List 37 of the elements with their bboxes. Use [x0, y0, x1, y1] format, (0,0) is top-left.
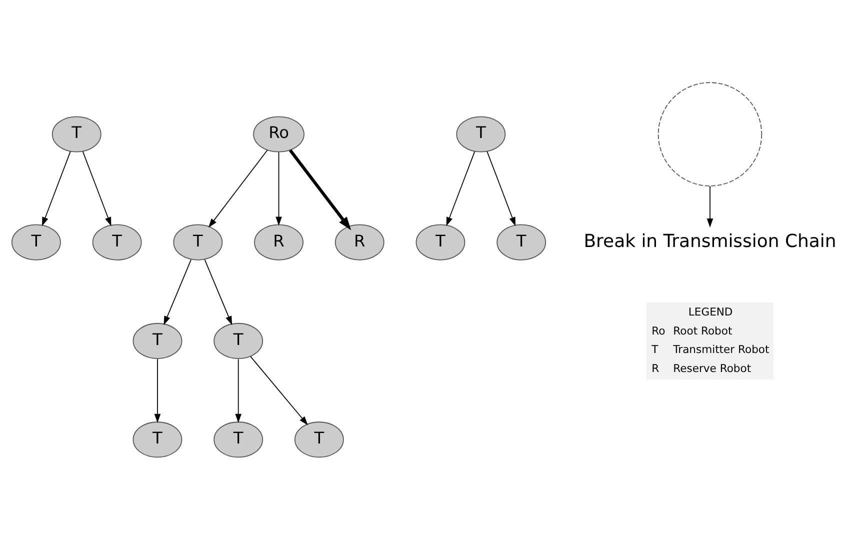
- node-ellipse: T: [132, 322, 182, 359]
- label: Root Robot: [673, 324, 732, 337]
- node-ellipse: T: [294, 421, 344, 458]
- arrow: [42, 150, 71, 226]
- arrow: [288, 148, 352, 230]
- arrow: [154, 358, 161, 422]
- node-ellipse: T: [52, 116, 102, 152]
- label: LEGEND: [688, 304, 733, 318]
- label: Transmitter Robot: [673, 342, 770, 356]
- label: R: [652, 362, 660, 375]
- arrow: [235, 358, 242, 422]
- node-ellipse: T: [214, 421, 264, 458]
- node-ellipse: T: [416, 224, 466, 260]
- node-ellipse: T: [92, 224, 142, 260]
- node-ellipse: T: [132, 421, 182, 458]
- label: Ro: [652, 324, 666, 337]
- node-circle: [658, 82, 762, 186]
- label: Reserve Robot: [673, 362, 752, 375]
- arrow: [82, 150, 112, 226]
- arrow: [276, 151, 282, 226]
- node-ellipse: T: [496, 224, 546, 260]
- node-ellipse: R: [254, 224, 304, 260]
- arrow: [204, 258, 232, 325]
- label: T: [652, 342, 658, 356]
- arrow: [446, 150, 476, 226]
- node-text: Break in Transmission Chain: [584, 230, 836, 252]
- node-ellipse: T: [214, 322, 264, 359]
- arrow: [706, 185, 714, 228]
- node-ellipse: R: [334, 224, 384, 260]
- node-ellipse: T: [456, 116, 506, 152]
- arrow: [164, 258, 192, 325]
- arrow: [208, 149, 268, 228]
- node-ellipse: Ro: [253, 116, 304, 152]
- arrow: [250, 356, 308, 425]
- arrow: [486, 150, 516, 226]
- node-ellipse: T: [173, 224, 223, 260]
- node-ellipse: T: [12, 224, 61, 260]
